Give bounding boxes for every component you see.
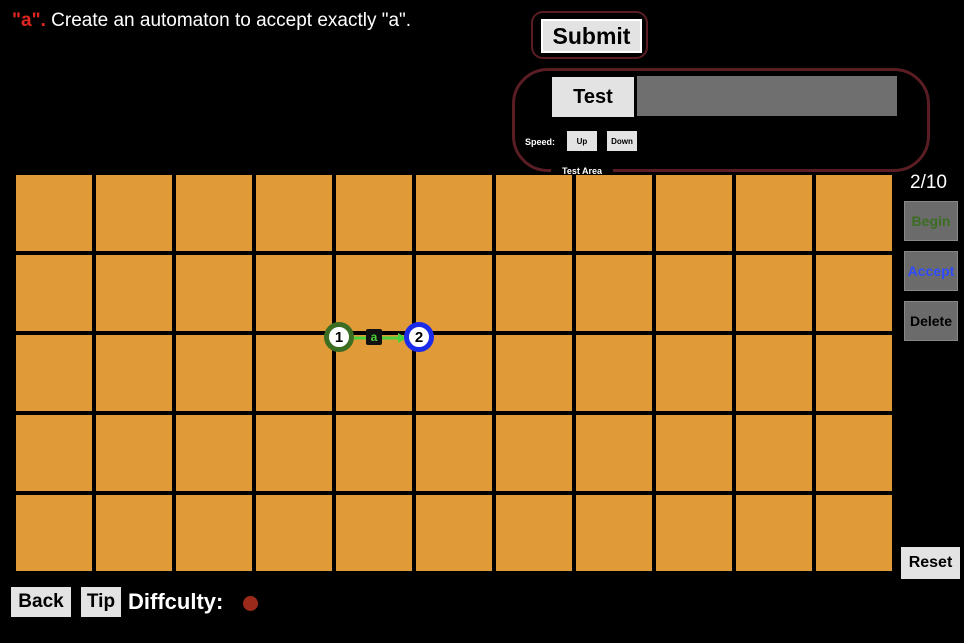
board-cell[interactable] [816, 495, 892, 571]
board-cell[interactable] [496, 335, 572, 411]
board-cell[interactable] [96, 255, 172, 331]
board-cell[interactable] [256, 255, 332, 331]
board-cell[interactable] [176, 415, 252, 491]
transition-label[interactable]: a [366, 329, 382, 345]
board-cell[interactable] [496, 415, 572, 491]
task-highlight: "a". [12, 10, 46, 31]
board-cell[interactable] [656, 255, 732, 331]
tip-button[interactable]: Tip [81, 587, 121, 617]
board-cell[interactable] [16, 335, 92, 411]
board-cell[interactable] [336, 175, 412, 251]
board-cell[interactable] [16, 495, 92, 571]
board-cell[interactable] [656, 415, 732, 491]
state-2-accept[interactable]: 2 [404, 322, 434, 352]
difficulty-label: Diffculty: [128, 589, 224, 614]
board-cell[interactable] [496, 255, 572, 331]
board-cell[interactable] [16, 175, 92, 251]
board-cell[interactable] [96, 335, 172, 411]
task-text: Create an automaton to accept exactly "a… [51, 10, 412, 31]
board-cell[interactable] [416, 495, 492, 571]
state-counter: 2/10 [910, 172, 947, 193]
board-cell[interactable] [336, 495, 412, 571]
board-cell[interactable] [576, 335, 652, 411]
reset-button[interactable]: Reset [901, 547, 960, 579]
board-cell[interactable] [736, 335, 812, 411]
begin-button[interactable]: Begin [904, 201, 958, 241]
board-cell[interactable] [16, 255, 92, 331]
board-cell[interactable] [416, 415, 492, 491]
board-cell[interactable] [256, 175, 332, 251]
board-cell[interactable] [416, 175, 492, 251]
board-cell[interactable] [656, 335, 732, 411]
board-cell[interactable] [736, 175, 812, 251]
board-cell[interactable] [256, 495, 332, 571]
board-cell[interactable] [496, 495, 572, 571]
test-button[interactable]: Test [552, 77, 634, 117]
board-cell[interactable] [576, 255, 652, 331]
board-cell[interactable] [816, 255, 892, 331]
back-button[interactable]: Back [11, 587, 71, 617]
board-cell[interactable] [816, 415, 892, 491]
speed-down-button[interactable]: Down [607, 131, 637, 151]
delete-button[interactable]: Delete [904, 301, 958, 341]
task-instruction: "a". Create an automaton to accept exact… [12, 10, 411, 32]
board-cell[interactable] [256, 335, 332, 411]
difficulty-dot [243, 596, 258, 611]
board-cell[interactable] [96, 495, 172, 571]
speed-label: Speed: [525, 137, 556, 147]
board-cell[interactable] [256, 415, 332, 491]
board-cell[interactable] [336, 255, 412, 331]
board-cell[interactable] [96, 415, 172, 491]
board-cell[interactable] [736, 495, 812, 571]
board-cell[interactable] [656, 175, 732, 251]
accept-button[interactable]: Accept [904, 251, 958, 291]
board-cell[interactable] [96, 175, 172, 251]
board-cell[interactable] [16, 415, 92, 491]
board-cell[interactable] [576, 415, 652, 491]
board-cell[interactable] [416, 255, 492, 331]
board-cell[interactable] [176, 495, 252, 571]
automaton-board [16, 175, 892, 571]
board-cell[interactable] [816, 335, 892, 411]
speed-up-button[interactable]: Up [567, 131, 597, 151]
board-cell[interactable] [656, 495, 732, 571]
board-cell[interactable] [336, 415, 412, 491]
board-cell[interactable] [736, 255, 812, 331]
test-input[interactable] [637, 76, 897, 116]
board-cell[interactable] [496, 175, 572, 251]
board-cell[interactable] [176, 255, 252, 331]
board-cell[interactable] [576, 495, 652, 571]
state-1-begin[interactable]: 1 [324, 322, 354, 352]
submit-panel: Submit [531, 11, 648, 59]
board-cell[interactable] [176, 335, 252, 411]
submit-button[interactable]: Submit [541, 19, 642, 53]
board-cell[interactable] [816, 175, 892, 251]
test-area-panel: Test Speed: Up Down Test Area [512, 68, 930, 179]
board-cell[interactable] [576, 175, 652, 251]
board-cell[interactable] [176, 175, 252, 251]
board-cell[interactable] [736, 415, 812, 491]
